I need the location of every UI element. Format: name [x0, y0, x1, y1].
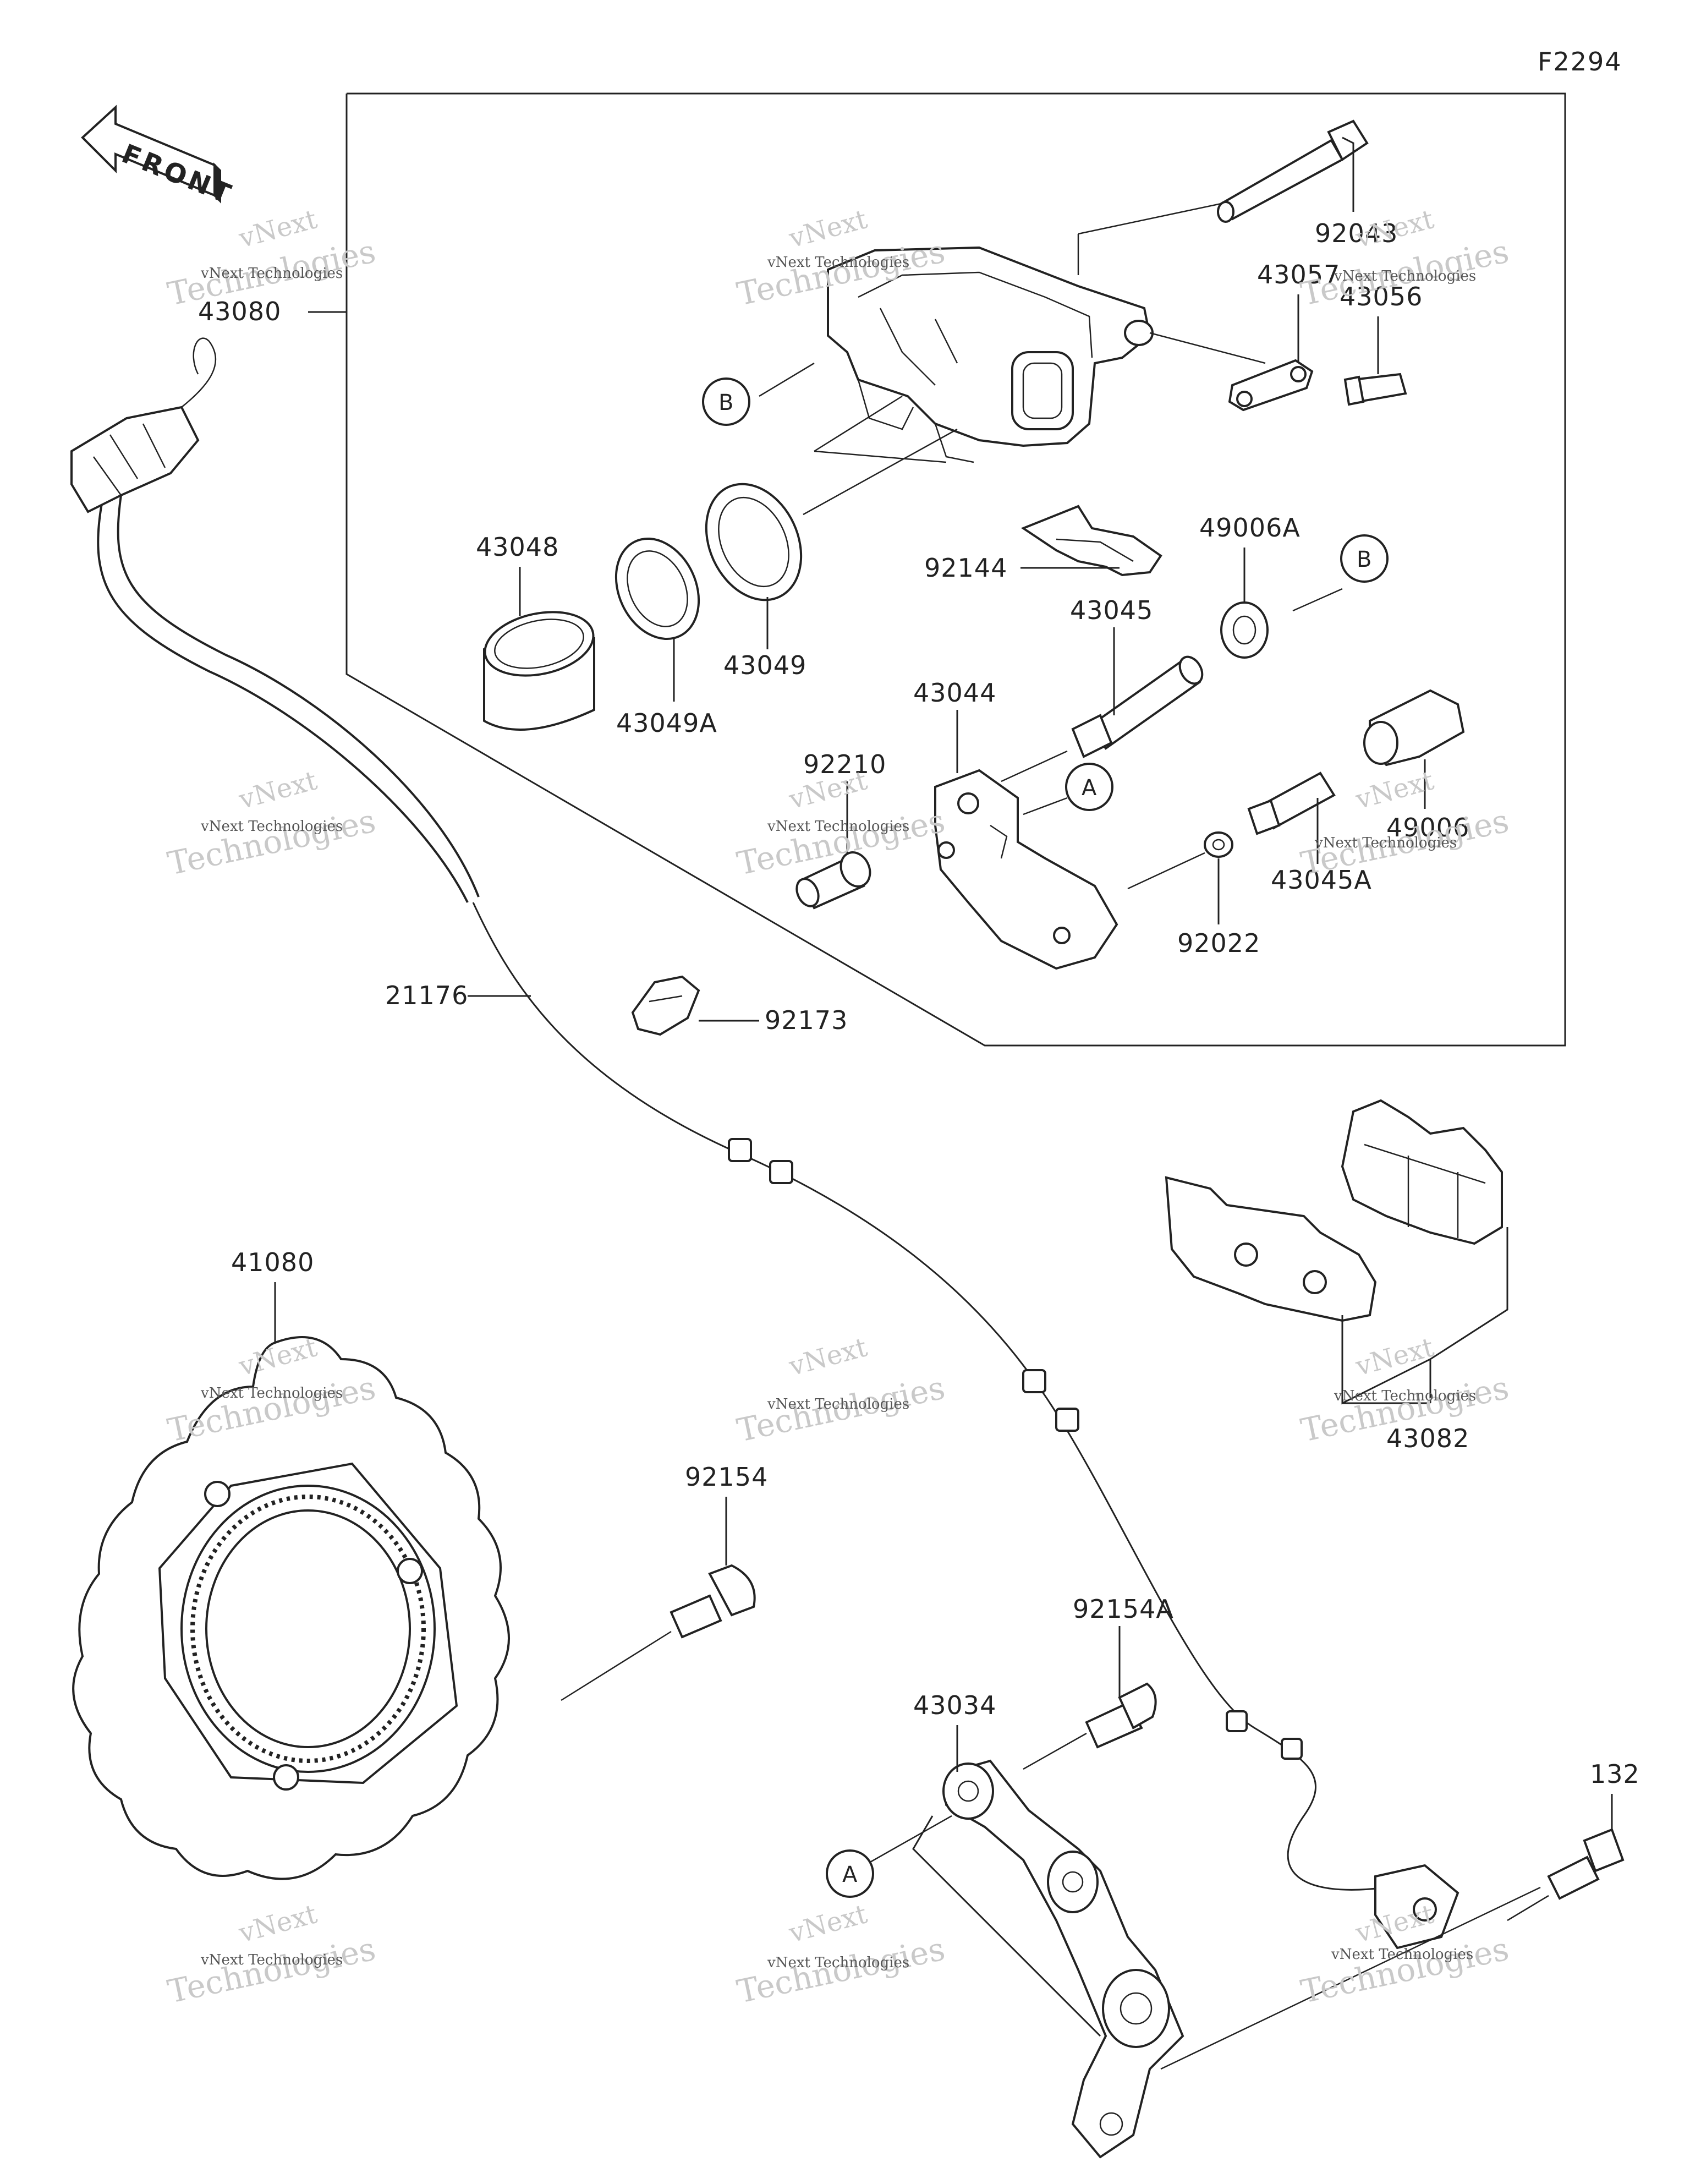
part-43049A-seal — [614, 537, 700, 641]
watermark: vNext Technologies vNext Technologies — [734, 1332, 948, 1449]
svg-text:vNext: vNext — [786, 1332, 870, 1382]
label-132: 132 — [1590, 1759, 1640, 1789]
svg-text:vNext Technologies: vNext Technologies — [767, 254, 909, 271]
part-43049-dust-seal — [705, 483, 803, 601]
callout-b-right-letter: B — [1357, 547, 1371, 572]
part-43045A-pin — [1247, 771, 1336, 835]
callout-b-top: B — [702, 377, 750, 426]
svg-text:vNext Technologies: vNext Technologies — [200, 265, 343, 282]
label-49006A: 49006A — [1199, 513, 1301, 543]
svg-text:vNext Technologies: vNext Technologies — [1331, 1946, 1473, 1963]
part-92154A-bracket-bolt — [1085, 1682, 1157, 1749]
label-43056: 43056 — [1340, 282, 1423, 311]
svg-text:vNext: vNext — [235, 765, 320, 815]
part-21176-abs-sensor-cable — [70, 337, 1459, 1950]
part-41080-brake-disc — [72, 1336, 510, 1880]
label-21176: 21176 — [385, 981, 468, 1010]
svg-text:vNext Technologies: vNext Technologies — [200, 1952, 343, 1968]
callout-a-bottom-letter: A — [842, 1862, 858, 1887]
part-43056-bleeder-valve — [1343, 373, 1407, 406]
caliper-assembly-frame — [345, 92, 1566, 1047]
label-92043: 92043 — [1315, 218, 1398, 248]
callout-a-bottom: A — [826, 1849, 874, 1898]
part-49006A-boot — [1220, 601, 1269, 659]
callout-b-top-letter: B — [718, 390, 733, 415]
label-49006: 49006 — [1386, 813, 1469, 842]
watermark: vNext Technologies vNext Technologies — [1298, 765, 1512, 882]
svg-text:vNext Technologies: vNext Technologies — [1314, 835, 1457, 851]
part-92022-washer — [1204, 831, 1233, 858]
svg-text:vNext: vNext — [786, 204, 870, 254]
watermark: vNext Technologies vNext Technologies — [1298, 1898, 1512, 2010]
label-92144: 92144 — [924, 553, 1007, 583]
label-43049: 43049 — [723, 650, 806, 680]
label-41080: 41080 — [231, 1247, 314, 1277]
part-92173-clamp — [631, 975, 700, 1036]
label-43045: 43045 — [1070, 595, 1153, 625]
label-43057: 43057 — [1257, 260, 1340, 289]
svg-text:vNext: vNext — [786, 1898, 870, 1949]
svg-text:Technologies: Technologies — [164, 802, 379, 882]
svg-text:vNext Technologies: vNext Technologies — [1334, 1388, 1476, 1404]
svg-text:vNext Technologies: vNext Technologies — [767, 1396, 909, 1413]
label-43045A: 43045A — [1271, 865, 1372, 895]
label-92210: 92210 — [803, 749, 886, 779]
part-43048-piston — [483, 611, 595, 731]
part-43034-torque-link — [942, 1759, 1184, 2159]
watermark: vNext Technologies vNext Technologies — [164, 1898, 379, 2010]
callout-b-right: B — [1340, 534, 1389, 583]
label-92022: 92022 — [1177, 928, 1260, 958]
part-49006-boot — [1363, 689, 1465, 767]
label-43082: 43082 — [1386, 1424, 1469, 1453]
label-92154A: 92154A — [1073, 1594, 1174, 1624]
svg-text:vNext Technologies: vNext Technologies — [767, 1955, 909, 1971]
label-43034: 43034 — [913, 1690, 996, 1720]
svg-text:vNext: vNext — [1352, 1332, 1437, 1382]
front-arrow-icon: FRONT — [81, 105, 238, 211]
label-43049A: 43049A — [616, 708, 717, 738]
part-43044-caliper-bracket — [934, 769, 1118, 970]
callout-a-top-letter: A — [1082, 775, 1097, 801]
label-43080: 43080 — [198, 297, 281, 326]
part-43082-brake-pads — [1165, 1099, 1503, 1322]
svg-text:vNext Technologies: vNext Technologies — [767, 818, 909, 835]
part-92043-pin-bolt — [1217, 119, 1369, 223]
part-92154-disc-bolt — [670, 1564, 756, 1639]
watermark: vNext Technologies vNext Technologies — [164, 765, 379, 882]
label-92154: 92154 — [685, 1462, 768, 1492]
svg-text:vNext Technologies: vNext Technologies — [1334, 268, 1476, 284]
caliper-body — [827, 246, 1154, 463]
svg-text:vNext Technologies: vNext Technologies — [200, 818, 343, 835]
part-43057-bleeder-cap — [1228, 359, 1314, 412]
figure-code: F2294 — [1538, 47, 1622, 76]
watermark: vNext Technologies vNext Technologies — [734, 1898, 948, 2010]
part-92210-collar — [795, 851, 871, 910]
callout-a-top: A — [1065, 763, 1113, 811]
label-92173: 92173 — [765, 1005, 848, 1035]
part-43045-slide-pin — [1071, 655, 1204, 758]
svg-text:vNext: vNext — [235, 1898, 320, 1949]
label-43044: 43044 — [913, 678, 996, 708]
svg-text:Technologies: Technologies — [164, 1930, 379, 2010]
label-43048: 43048 — [476, 532, 559, 562]
part-92144-pad-spring — [1020, 505, 1162, 577]
svg-text:vNext Technologies: vNext Technologies — [200, 1385, 343, 1402]
part-132-sensor-bolt — [1547, 1828, 1625, 1900]
